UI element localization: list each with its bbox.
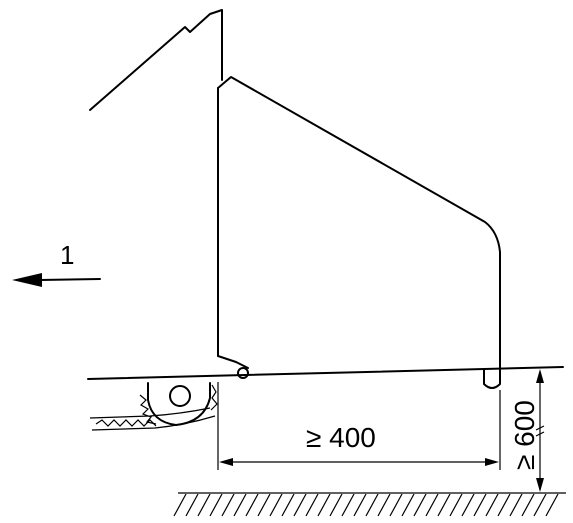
hatch-stroke: [305, 493, 319, 517]
direction-arrow: [12, 273, 101, 287]
cabinet-body-outline: [217, 76, 501, 369]
hatch-stroke: [317, 493, 331, 517]
hatch-stroke: [449, 493, 463, 517]
hatch-stroke: [221, 493, 235, 517]
hatch-stroke: [269, 493, 283, 517]
hatch-stroke: [509, 493, 523, 517]
hatch-stroke: [197, 493, 211, 517]
hatch-stroke: [545, 493, 559, 517]
hatch-stroke: [485, 493, 499, 517]
rear-foot: [483, 368, 501, 389]
hatch-stroke: [473, 493, 487, 517]
hatch-stroke: [173, 493, 187, 517]
hatch-stroke: [389, 493, 403, 517]
hatch-stroke: [461, 493, 475, 517]
arrow-label: 1: [60, 240, 74, 270]
hatch-stroke: [257, 493, 271, 517]
hatch-stroke: [401, 493, 415, 517]
hatch-stroke: [377, 493, 391, 517]
hatch-stroke: [341, 493, 355, 517]
hatch-stroke: [425, 493, 439, 517]
horizontal-dimension: [217, 382, 501, 470]
hatch-stroke: [293, 493, 307, 517]
hatch-stroke: [365, 493, 379, 517]
vertical-dimension-label: ≥ 600: [509, 400, 540, 470]
hatch-stroke: [209, 493, 223, 517]
hatch-stroke: [437, 493, 451, 517]
hatch-stroke: [413, 493, 427, 517]
hatch-stroke: [353, 493, 367, 517]
hatch-stroke: [497, 493, 511, 517]
hatch-stroke: [185, 493, 199, 517]
hatch-stroke: [233, 493, 247, 517]
ground-hatch: [173, 492, 566, 517]
hatch-stroke: [329, 493, 343, 517]
hatch-stroke: [281, 493, 295, 517]
hinge-pin: [237, 367, 249, 379]
hatch-stroke: [533, 493, 547, 517]
cabinet-hinge: [217, 355, 249, 369]
cable-hose: [89, 407, 216, 431]
vertical-dimension: [535, 369, 545, 492]
hatch-stroke: [521, 493, 535, 517]
open-lid-outline: [89, 9, 223, 111]
floor-line: [87, 366, 564, 380]
arrow-head: [12, 273, 42, 287]
horizontal-dimension-label: ≥ 400: [306, 422, 376, 453]
hatch-stroke: [245, 493, 259, 517]
